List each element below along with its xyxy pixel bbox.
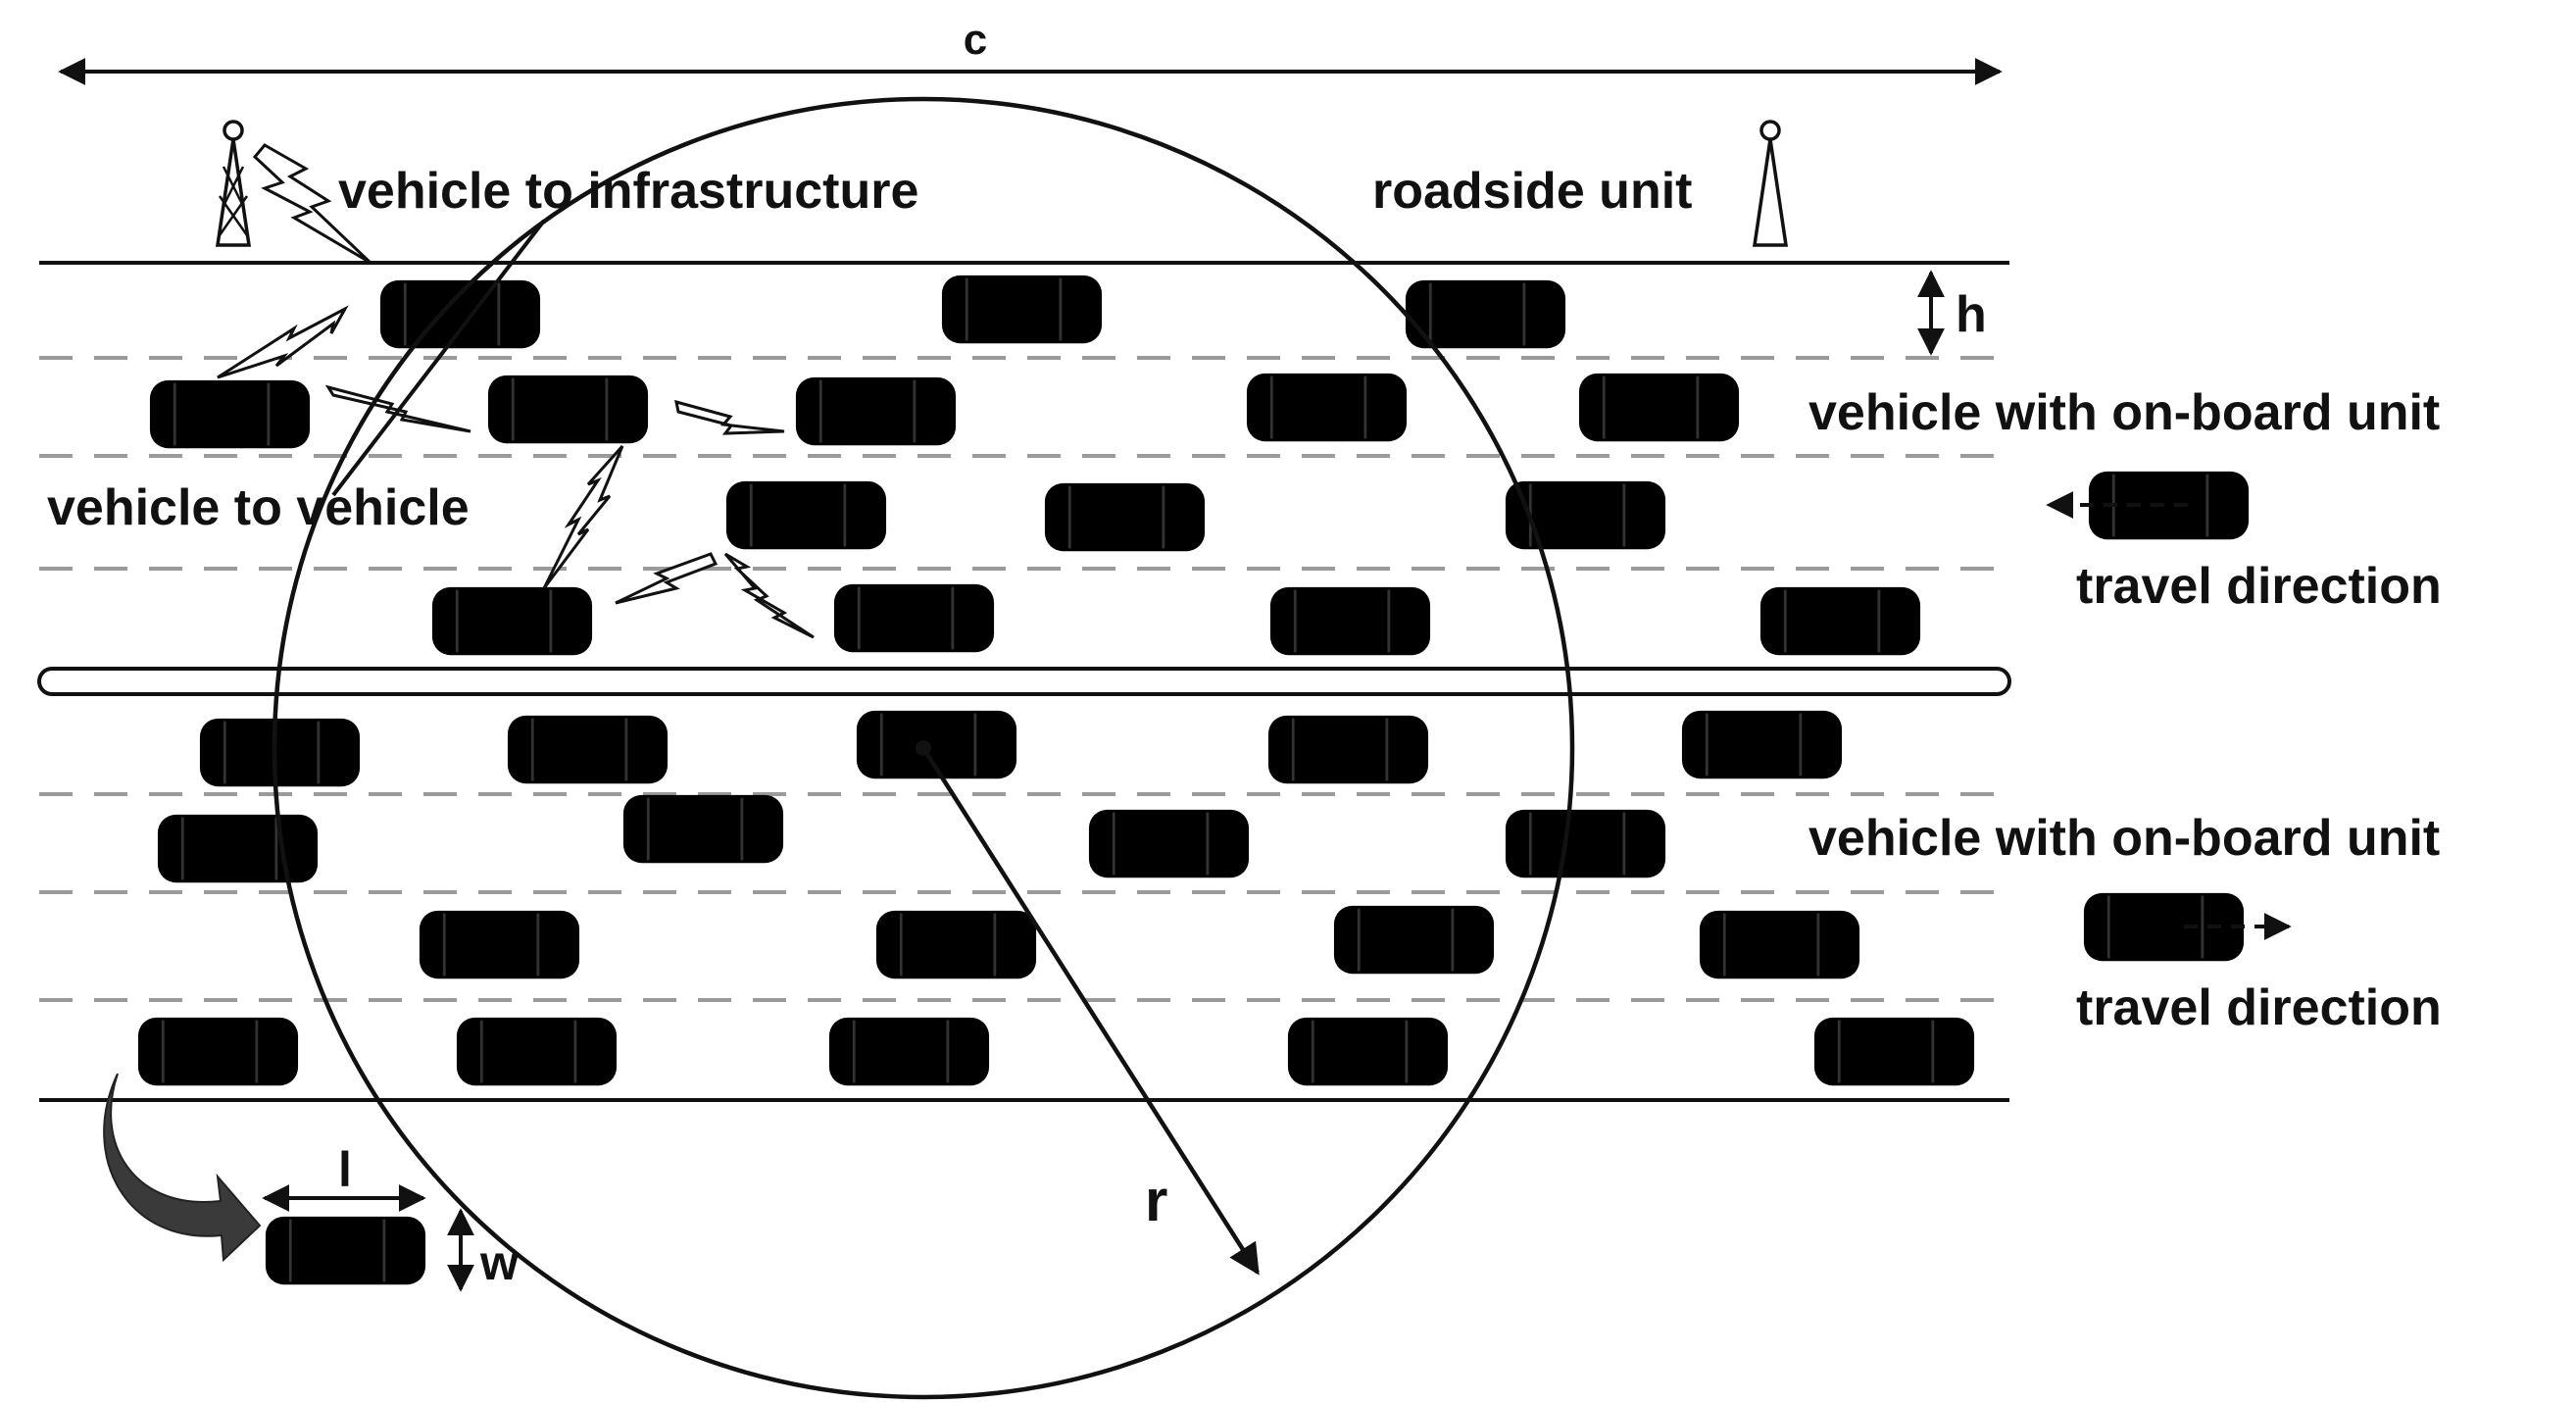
obu-car <box>198 717 362 788</box>
v2i-pointer-line <box>331 219 546 497</box>
dimension-car <box>264 1215 427 1286</box>
obu-car <box>874 909 1038 980</box>
car <box>724 479 888 551</box>
car <box>940 274 1104 345</box>
obu-car <box>1812 1016 1976 1087</box>
car-length-l-label: l <box>338 1142 352 1197</box>
legend-obu-label-bottom: vehicle with on-board unit <box>1808 810 2440 867</box>
v2v-label: vehicle to vehicle <box>47 479 470 536</box>
obu-car <box>1266 714 1430 785</box>
roadside-unit-tower-icon <box>1752 120 1789 247</box>
car <box>794 376 958 447</box>
obu-car <box>1698 909 1861 980</box>
lane-width-h-label: h <box>1956 286 1987 343</box>
car <box>1404 278 1567 350</box>
legend-travel-label-top: travel direction <box>2076 558 2442 615</box>
obu-car <box>1286 1016 1450 1087</box>
car <box>430 585 594 657</box>
legend-travel-label-bottom: travel direction <box>2076 979 2442 1036</box>
lightning-bolt-icon <box>542 444 624 589</box>
obu-car <box>827 1016 991 1087</box>
obu-car <box>136 1016 300 1087</box>
lightning-bolt-icon <box>252 143 372 265</box>
width-c-label: c <box>964 16 987 64</box>
obu-car <box>1680 709 1844 780</box>
curved-arrow-icon <box>103 1073 262 1263</box>
lightning-bolt-icon <box>615 552 718 605</box>
lightning-bolt-icon <box>217 305 349 379</box>
obu-car <box>1087 808 1251 879</box>
car <box>1043 481 1207 553</box>
lightning-bolt-icon <box>674 399 785 435</box>
obu-car <box>455 1016 619 1087</box>
car <box>1577 372 1741 443</box>
radius-r-arrow <box>921 746 1260 1276</box>
obu-car <box>506 714 669 785</box>
roadside-unit-label: roadside unit <box>1372 163 1692 220</box>
radius-r-label: r <box>1145 1168 1167 1233</box>
roadside-unit-tower-icon <box>215 120 252 247</box>
car <box>1268 585 1432 657</box>
obu-car <box>621 793 785 865</box>
car <box>486 374 650 445</box>
car <box>1759 585 1922 657</box>
car <box>832 582 996 654</box>
car-width-w-label: w <box>479 1235 519 1290</box>
communication-range-circle <box>272 96 1575 1400</box>
lightning-bolt-icon <box>324 384 471 433</box>
obu-car <box>418 909 581 980</box>
obu-car <box>156 813 320 884</box>
lightning-bolt-icon <box>723 552 815 639</box>
obu-car <box>1332 904 1496 976</box>
car <box>1245 372 1409 443</box>
legend-obu-label-top: vehicle with on-board unit <box>1808 384 2440 441</box>
obu-car <box>1504 808 1667 879</box>
median <box>37 667 2011 696</box>
car <box>148 378 312 450</box>
